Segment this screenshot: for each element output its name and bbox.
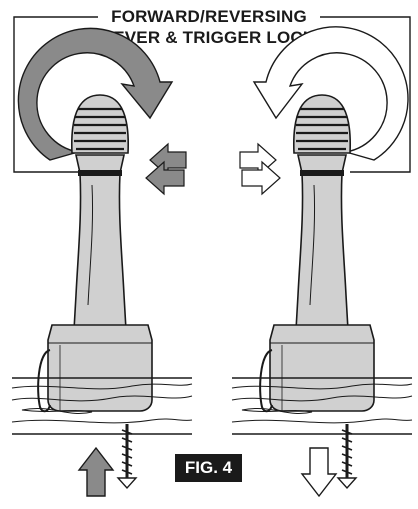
leader-line-left xyxy=(13,16,98,173)
clockwise-rotation-arrow xyxy=(17,27,174,161)
drill-reverse xyxy=(259,93,376,413)
reverse-panel xyxy=(231,26,413,498)
title-line-2: LEVER & TRIGGER LOCK xyxy=(102,28,316,47)
figure-label: FIG. 4 xyxy=(175,454,242,482)
title-line-1: FORWARD/REVERSING xyxy=(111,7,307,26)
counterclockwise-rotation-arrow xyxy=(252,26,409,161)
push-arrow-right-2 xyxy=(241,160,281,196)
leader-line-right xyxy=(320,16,411,173)
down-arrow xyxy=(300,447,338,498)
push-arrow-left-2 xyxy=(145,160,185,196)
lever-reverse xyxy=(300,170,344,176)
lever-forward xyxy=(78,170,122,176)
up-arrow xyxy=(77,446,115,497)
forward-panel xyxy=(11,27,193,497)
diagram-title: FORWARD/REVERSING LEVER & TRIGGER LOCK xyxy=(0,6,418,48)
